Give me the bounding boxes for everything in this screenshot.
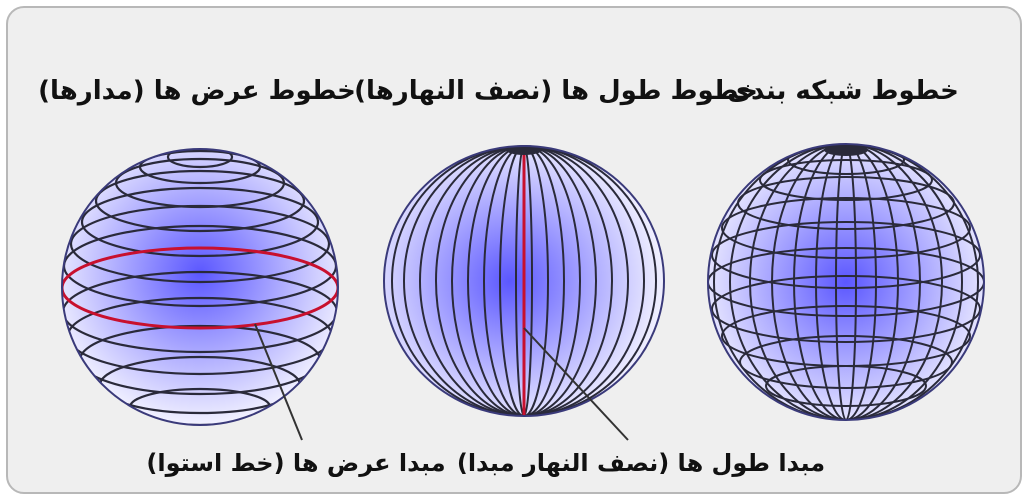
grid-lines-title: خطوط شبکه بندی [727,76,959,106]
grid-globe-body [708,144,984,420]
grid-parallels [708,145,984,407]
equator-line [62,246,338,330]
grid-globe [707,143,985,421]
equator-pointer [254,323,303,441]
prime-meridian-label: مبدا طول ها (نصف النهار مبدا) [456,449,826,477]
longitude-globe [383,145,665,441]
latitude-globe [61,148,339,441]
longitude-lines [391,146,657,416]
prime-meridian-pointer [523,327,629,441]
longitude-lines-title: خطوط طول ها (نصف النهارها) [354,76,758,106]
latitude-lines-title: خطوط عرض ها (مدارها) [38,76,356,106]
equator-label: مبدا عرض ها (خط استوا) [146,449,446,477]
